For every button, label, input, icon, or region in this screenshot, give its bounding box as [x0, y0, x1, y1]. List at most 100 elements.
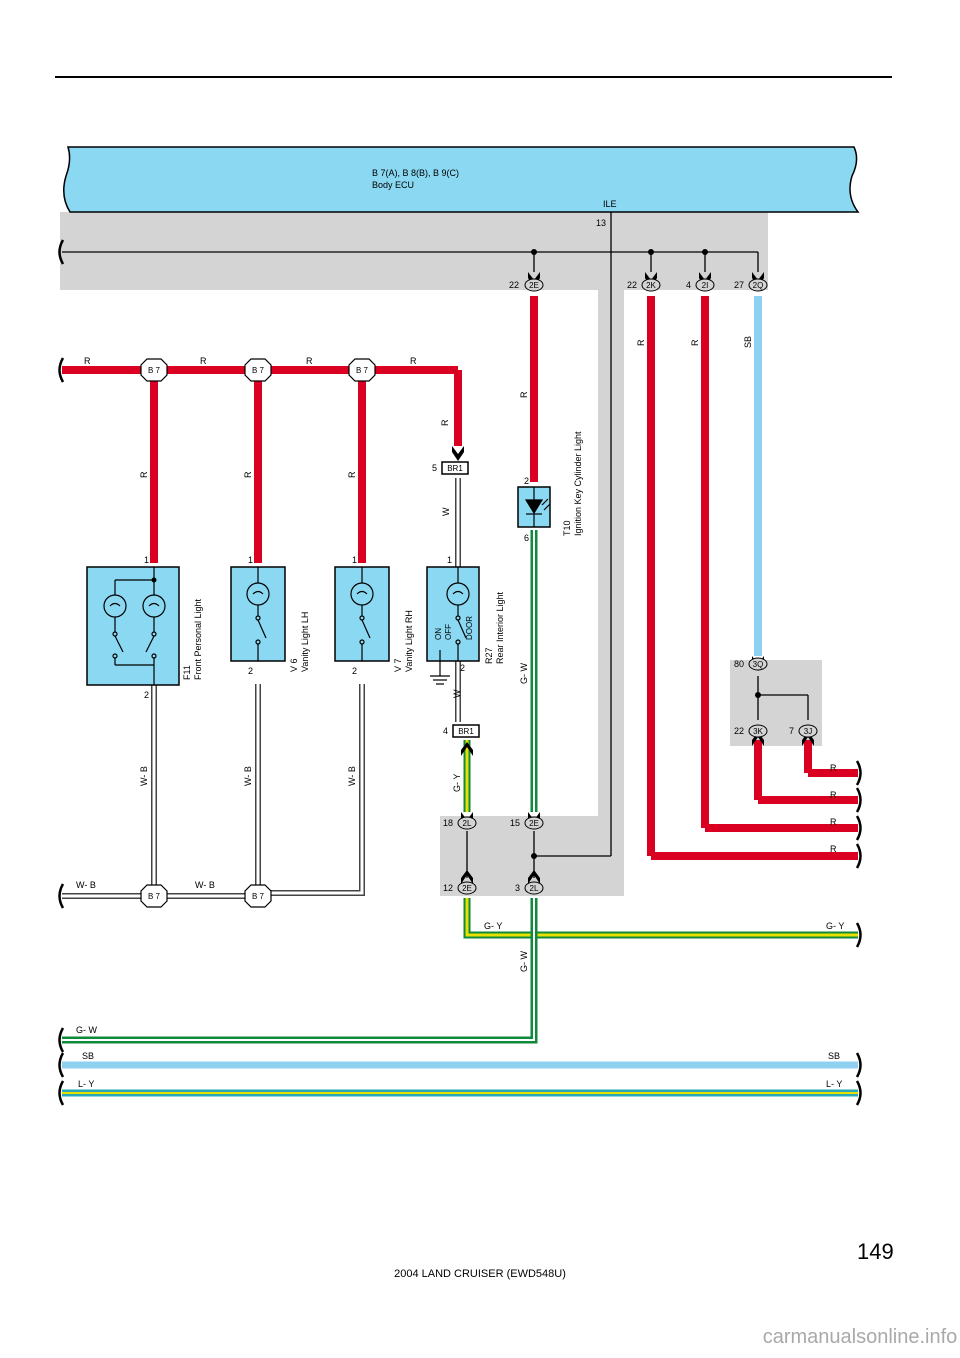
svg-text:2L: 2L [530, 884, 539, 893]
svg-text:B 7: B 7 [252, 892, 265, 901]
svg-text:3Q: 3Q [753, 660, 764, 669]
switch-icon [439, 615, 467, 661]
svg-text:W: W [441, 507, 451, 516]
watermark: carmanualsonline.info [763, 1326, 958, 1348]
t10-ignition-key-cylinder-light: 2 6 T10 Ignition Key Cylinder Light [517, 431, 583, 543]
svg-text:W- B: W- B [139, 766, 149, 786]
gw-wires [62, 530, 538, 1044]
svg-text:B 7: B 7 [252, 366, 265, 375]
svg-text:2: 2 [524, 476, 529, 486]
connector-2e-bot: 2E 12 [443, 881, 477, 895]
r27-switch-door: DOOR [465, 616, 474, 640]
r27-switch-off: OFF [444, 624, 453, 640]
red-wires [62, 296, 858, 860]
svg-text:G- Y: G- Y [452, 774, 462, 792]
svg-text:2: 2 [460, 663, 465, 673]
svg-text:2: 2 [144, 690, 149, 700]
bulb-icon [446, 567, 470, 616]
f11-name: Front Personal Light [193, 598, 203, 680]
ecu-pin: 13 [596, 218, 606, 228]
v7-id: V 7 [393, 658, 403, 672]
ground-icon [430, 661, 450, 685]
svg-text:12: 12 [443, 883, 453, 893]
svg-text:B 7: B 7 [148, 892, 161, 901]
svg-text:B 7: B 7 [148, 366, 161, 375]
r27-switch-on: ON [434, 628, 443, 640]
svg-text:1: 1 [248, 555, 253, 565]
f11-id: F11 [182, 665, 192, 680]
svg-text:R: R [830, 763, 837, 773]
svg-text:R: R [410, 356, 417, 366]
svg-text:3J: 3J [804, 727, 812, 736]
ecu-name: Body ECU [372, 180, 414, 190]
svg-text:18: 18 [443, 818, 453, 828]
svg-text:2E: 2E [462, 884, 472, 893]
svg-text:W: W [452, 689, 462, 698]
svg-text:5: 5 [432, 463, 437, 473]
svg-text:4: 4 [686, 280, 691, 290]
wb-wires [62, 684, 365, 899]
svg-text:2: 2 [248, 666, 253, 676]
svg-text:SB: SB [743, 336, 753, 348]
switch-icon [359, 615, 371, 661]
ecu-connector-list: B 7(A), B 8(B), B 9(C) [372, 168, 459, 178]
svg-text:BR1: BR1 [458, 727, 474, 736]
gy-wires [463, 740, 858, 939]
svg-text:1: 1 [352, 555, 357, 565]
svg-text:G- W: G- W [519, 951, 529, 972]
v6-vanity-light-lh: 1 2 V 6 Vanity Light LH [230, 555, 310, 676]
svg-text:3K: 3K [753, 727, 763, 736]
bus-lines [62, 212, 809, 878]
svg-text:R: R [830, 817, 837, 827]
svg-text:G- Y: G- Y [484, 921, 502, 931]
svg-text:1: 1 [144, 555, 149, 565]
svg-text:1: 1 [447, 555, 452, 565]
connector-2l-bot: 2L 3 [515, 881, 544, 895]
connector-2e-top: 2E 22 [509, 278, 544, 292]
v7-name: Vanity Light RH [404, 610, 414, 672]
t10-id: T10 [562, 520, 572, 536]
b7-connector: B 7 [244, 884, 272, 908]
t10-name: Ignition Key Cylinder Light [573, 431, 583, 536]
svg-text:27: 27 [734, 280, 744, 290]
ecu-terminal: ILE [603, 199, 617, 209]
wire-break-marks [58, 239, 862, 1106]
b7-connector: B 7 [140, 358, 168, 382]
svg-text:R: R [440, 419, 450, 426]
connector-3k: 3K 22 [734, 724, 768, 738]
switch-icon [112, 631, 157, 685]
wire-labels: R R R R W- B W- B G- Y G- Y G- W SB SB L… [76, 356, 844, 1089]
svg-text:SB: SB [828, 1051, 840, 1061]
svg-text:22: 22 [627, 280, 637, 290]
svg-text:R: R [636, 339, 646, 346]
svg-text:W- B: W- B [243, 766, 253, 786]
svg-text:W- B: W- B [195, 880, 215, 890]
v6-name: Vanity Light LH [300, 612, 310, 672]
svg-text:R: R [139, 471, 149, 478]
svg-text:BR1: BR1 [447, 464, 463, 473]
page-number: 149 [857, 1239, 894, 1264]
svg-text:R: R [243, 471, 253, 478]
svg-text:2: 2 [352, 666, 357, 676]
svg-text:6: 6 [524, 533, 529, 543]
svg-text:4: 4 [443, 726, 448, 736]
r27-rear-interior-light: ON OFF DOOR 1 2 R27 Rear Interior Light [426, 555, 505, 685]
br1-connector-bottom: BR1 4 [443, 724, 480, 738]
v6-id: V 6 [289, 658, 299, 672]
svg-text:15: 15 [510, 818, 520, 828]
b7-connectors: B 7 B 7 B 7 B 7 B 7 [140, 358, 376, 908]
svg-text:R: R [830, 844, 837, 854]
svg-text:W- B: W- B [347, 766, 357, 786]
switch-icon [255, 615, 267, 661]
svg-text:L- Y: L- Y [826, 1079, 842, 1089]
body-ecu: B 7(A), B 8(B), B 9(C) Body ECU ILE [63, 146, 860, 213]
svg-text:R: R [306, 356, 313, 366]
svg-text:L- Y: L- Y [78, 1079, 94, 1089]
connector-2e-mid: 2E 15 [510, 816, 544, 830]
connector-2l-top: 2L 18 [443, 816, 477, 830]
svg-text:R: R [690, 339, 700, 346]
svg-text:7: 7 [789, 726, 794, 736]
svg-text:G- Y: G- Y [826, 921, 844, 931]
svg-text:G- W: G- W [76, 1025, 97, 1035]
svg-text:R: R [519, 391, 529, 398]
